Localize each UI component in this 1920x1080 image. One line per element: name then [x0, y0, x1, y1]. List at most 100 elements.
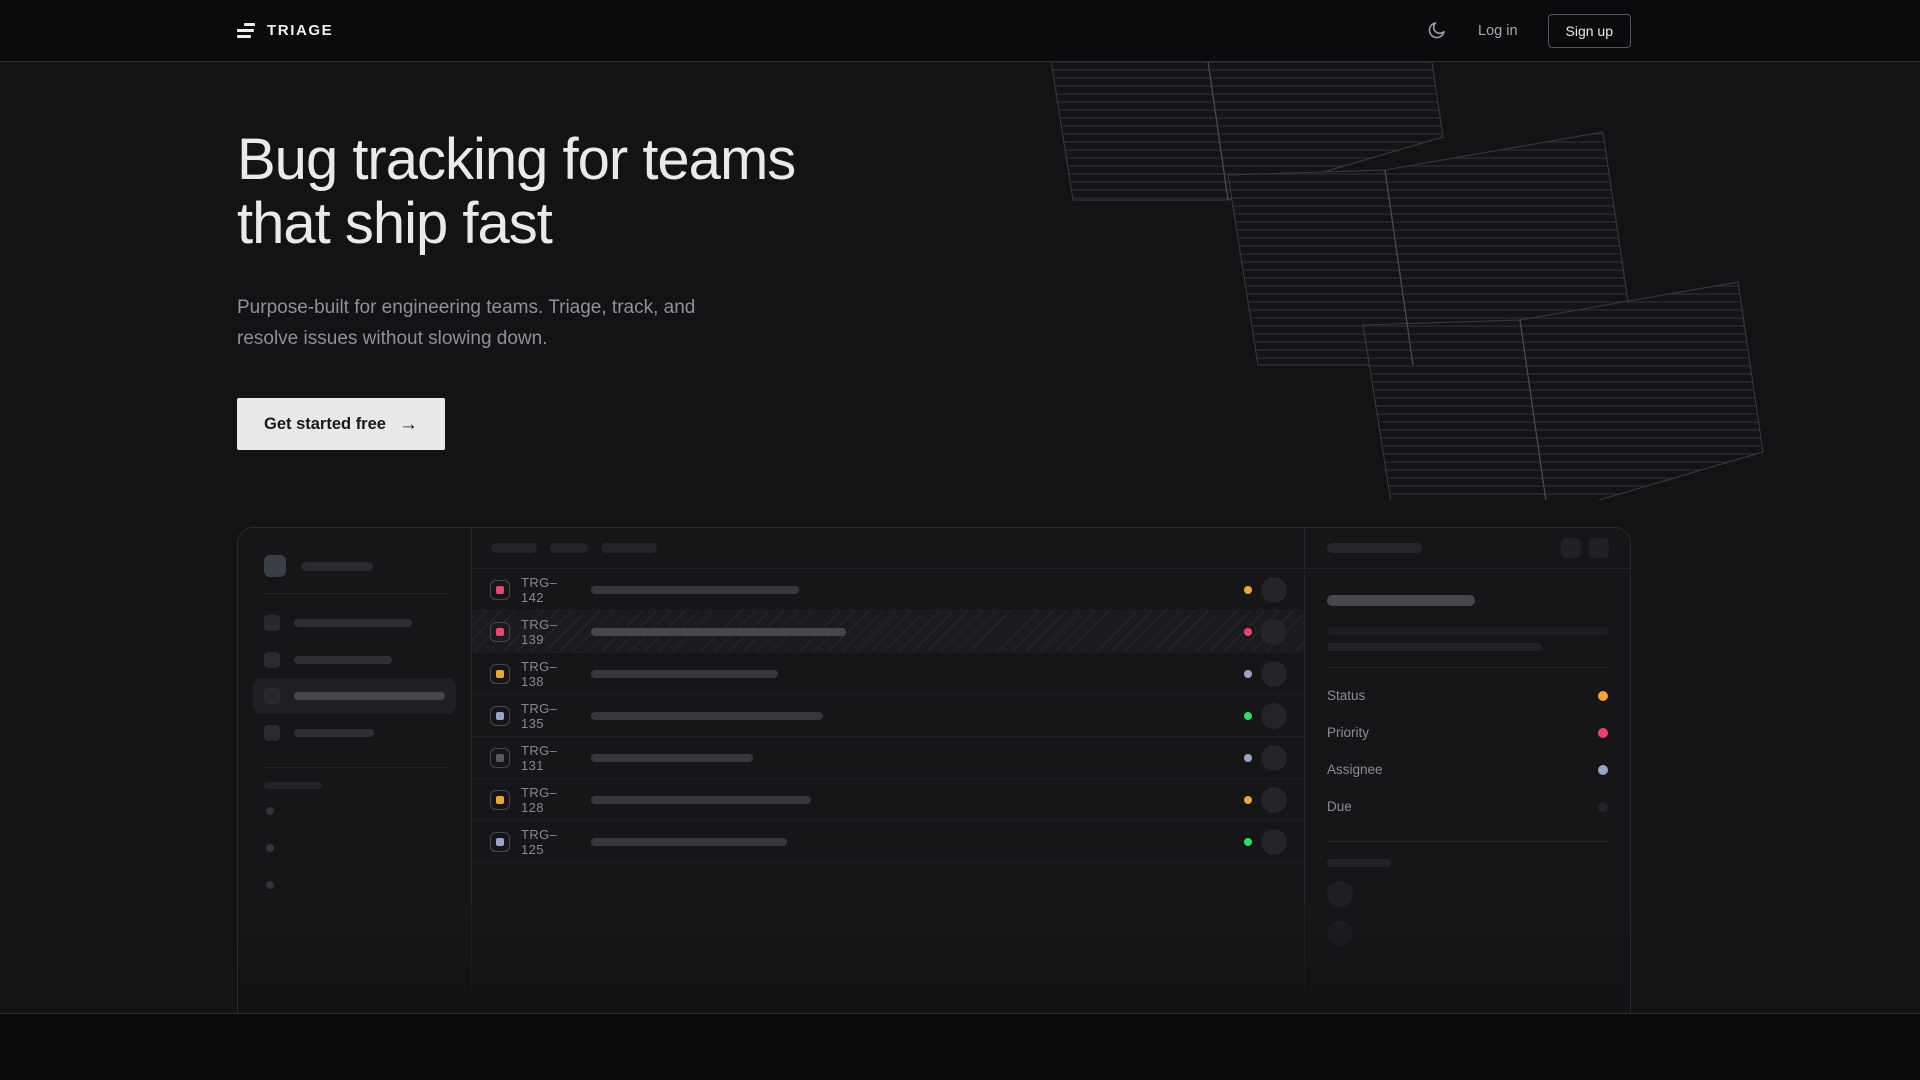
- detail-field-label: Assignee: [1327, 762, 1383, 777]
- status-dot: [1244, 711, 1252, 720]
- issue-title-skeleton-bar: [591, 711, 823, 720]
- issue-id: TRG–142: [521, 574, 558, 605]
- issue-type-icon: [490, 621, 510, 642]
- skeleton-icon: [264, 688, 280, 704]
- skeleton-bar: [301, 561, 373, 571]
- issue-row: TRG–139: [472, 611, 1304, 653]
- skeleton-tab: [491, 543, 537, 553]
- skeleton-bar: [1327, 543, 1422, 553]
- issue-id: TRG–131: [521, 742, 558, 773]
- skeleton-icon: [264, 651, 280, 668]
- hero-title-line2: that ship fast: [237, 191, 553, 257]
- skeleton-dot: [266, 807, 274, 815]
- issue-row: TRG–142: [472, 569, 1304, 611]
- footer: [0, 1013, 1920, 1080]
- skeleton-icon: [264, 724, 280, 741]
- status-dot: [1244, 585, 1252, 594]
- status-dot: [1244, 627, 1252, 636]
- issue-type-icon: [490, 789, 510, 810]
- skeleton-dot: [266, 844, 274, 852]
- skeleton-title-bar: [1327, 595, 1475, 606]
- issue-id: TRG–139: [521, 616, 558, 647]
- issue-row: TRG–131: [472, 737, 1304, 779]
- divider: [262, 767, 447, 768]
- get-started-button[interactable]: Get started free →: [237, 398, 445, 450]
- status-dot: [1244, 837, 1252, 846]
- get-started-label: Get started free: [264, 414, 386, 433]
- issue-id: TRG–128: [521, 784, 558, 815]
- skeleton-section-bar: [264, 782, 322, 789]
- sidebar-item-placeholder: [264, 641, 445, 678]
- issue-title-skeleton-bar: [591, 837, 787, 846]
- signup-button[interactable]: Sign up: [1547, 13, 1631, 48]
- issue-id: TRG–125: [521, 826, 558, 857]
- skeleton-bar: [1327, 643, 1542, 651]
- issue-type-icon: [490, 747, 510, 768]
- detail-field-row: Assignee: [1327, 751, 1608, 788]
- skeleton-bar: [294, 692, 445, 700]
- detail-field-row: Status: [1327, 677, 1608, 714]
- detail-field-dot: [1598, 764, 1608, 775]
- sidebar-item-placeholder-active: [253, 678, 456, 714]
- issue-title-skeleton-bar: [591, 585, 799, 594]
- mockup-workspace-row: [264, 555, 445, 577]
- wireframe-panels-decoration: [1048, 50, 1764, 500]
- assignee-avatar-placeholder: [1261, 702, 1287, 729]
- issue-title-skeleton-bar: [591, 627, 846, 636]
- issue-row: TRG–138: [472, 653, 1304, 695]
- skeleton-avatar-circle: [1327, 921, 1353, 947]
- hero-title-line1: Bug tracking for teams: [237, 127, 796, 192]
- detail-field-label: Due: [1327, 799, 1352, 814]
- issue-id: TRG–135: [521, 700, 558, 731]
- skeleton-tab: [601, 543, 657, 553]
- skeleton-bar: [294, 618, 412, 627]
- assignee-avatar-placeholder: [1261, 618, 1287, 645]
- divider: [1327, 841, 1608, 842]
- detail-field-dot: [1598, 727, 1608, 738]
- detail-field-label: Priority: [1327, 725, 1370, 740]
- detail-field-row: Priority: [1327, 714, 1608, 751]
- issue-id: TRG–138: [521, 658, 558, 689]
- issue-title-skeleton-bar: [591, 669, 778, 678]
- skeleton-action-square: [1561, 538, 1581, 558]
- skeleton-action-square: [1589, 538, 1609, 558]
- assignee-avatar-placeholder: [1261, 576, 1287, 603]
- skeleton-bar: [294, 728, 374, 737]
- arrow-right-icon: →: [398, 413, 418, 435]
- mockup-sidebar: [238, 528, 471, 1014]
- divider: [1327, 667, 1608, 668]
- issue-title-skeleton-bar: [591, 795, 811, 804]
- issue-title-skeleton-bar: [591, 753, 753, 762]
- mockup-detail-panel: Status Priority Assignee Due: [1305, 528, 1630, 1014]
- detail-panel-header: [1305, 528, 1630, 569]
- sidebar-item-placeholder: [264, 714, 445, 751]
- sidebar-item-placeholder: [264, 604, 445, 641]
- app-mockup-card: TRG–142 TRG–139 TRG–138 TRG–135: [237, 527, 1631, 1014]
- skeleton-avatar-circle: [1327, 881, 1353, 907]
- workspace-avatar-placeholder: [264, 555, 286, 577]
- issue-type-icon: [490, 579, 510, 600]
- hero-title: Bug tracking for teams that ship fast: [237, 127, 796, 257]
- detail-field-dot: [1598, 690, 1608, 701]
- issue-list-header: [472, 528, 1304, 569]
- detail-field-dot: [1598, 801, 1608, 812]
- issue-type-icon: [490, 705, 510, 726]
- issue-row: TRG–125: [472, 821, 1304, 863]
- issue-row: TRG–135: [472, 695, 1304, 737]
- issue-type-icon: [490, 831, 510, 852]
- brand-name: TRIAGE: [267, 22, 334, 39]
- status-dot: [1244, 669, 1252, 678]
- status-dot: [1244, 753, 1252, 762]
- login-link[interactable]: Log in: [1478, 22, 1518, 39]
- skeleton-bar: [294, 655, 392, 664]
- brand[interactable]: TRIAGE: [237, 22, 333, 39]
- top-nav: TRIAGE Log in Sign up: [0, 0, 1920, 62]
- divider: [262, 593, 447, 594]
- skeleton-bar: [1327, 859, 1391, 867]
- skeleton-dot: [266, 881, 274, 889]
- theme-toggle-moon-icon[interactable]: [1426, 20, 1448, 42]
- mockup-issue-list: TRG–142 TRG–139 TRG–138 TRG–135: [471, 528, 1305, 1014]
- skeleton-icon: [264, 614, 280, 631]
- detail-field-row: Due: [1327, 788, 1608, 825]
